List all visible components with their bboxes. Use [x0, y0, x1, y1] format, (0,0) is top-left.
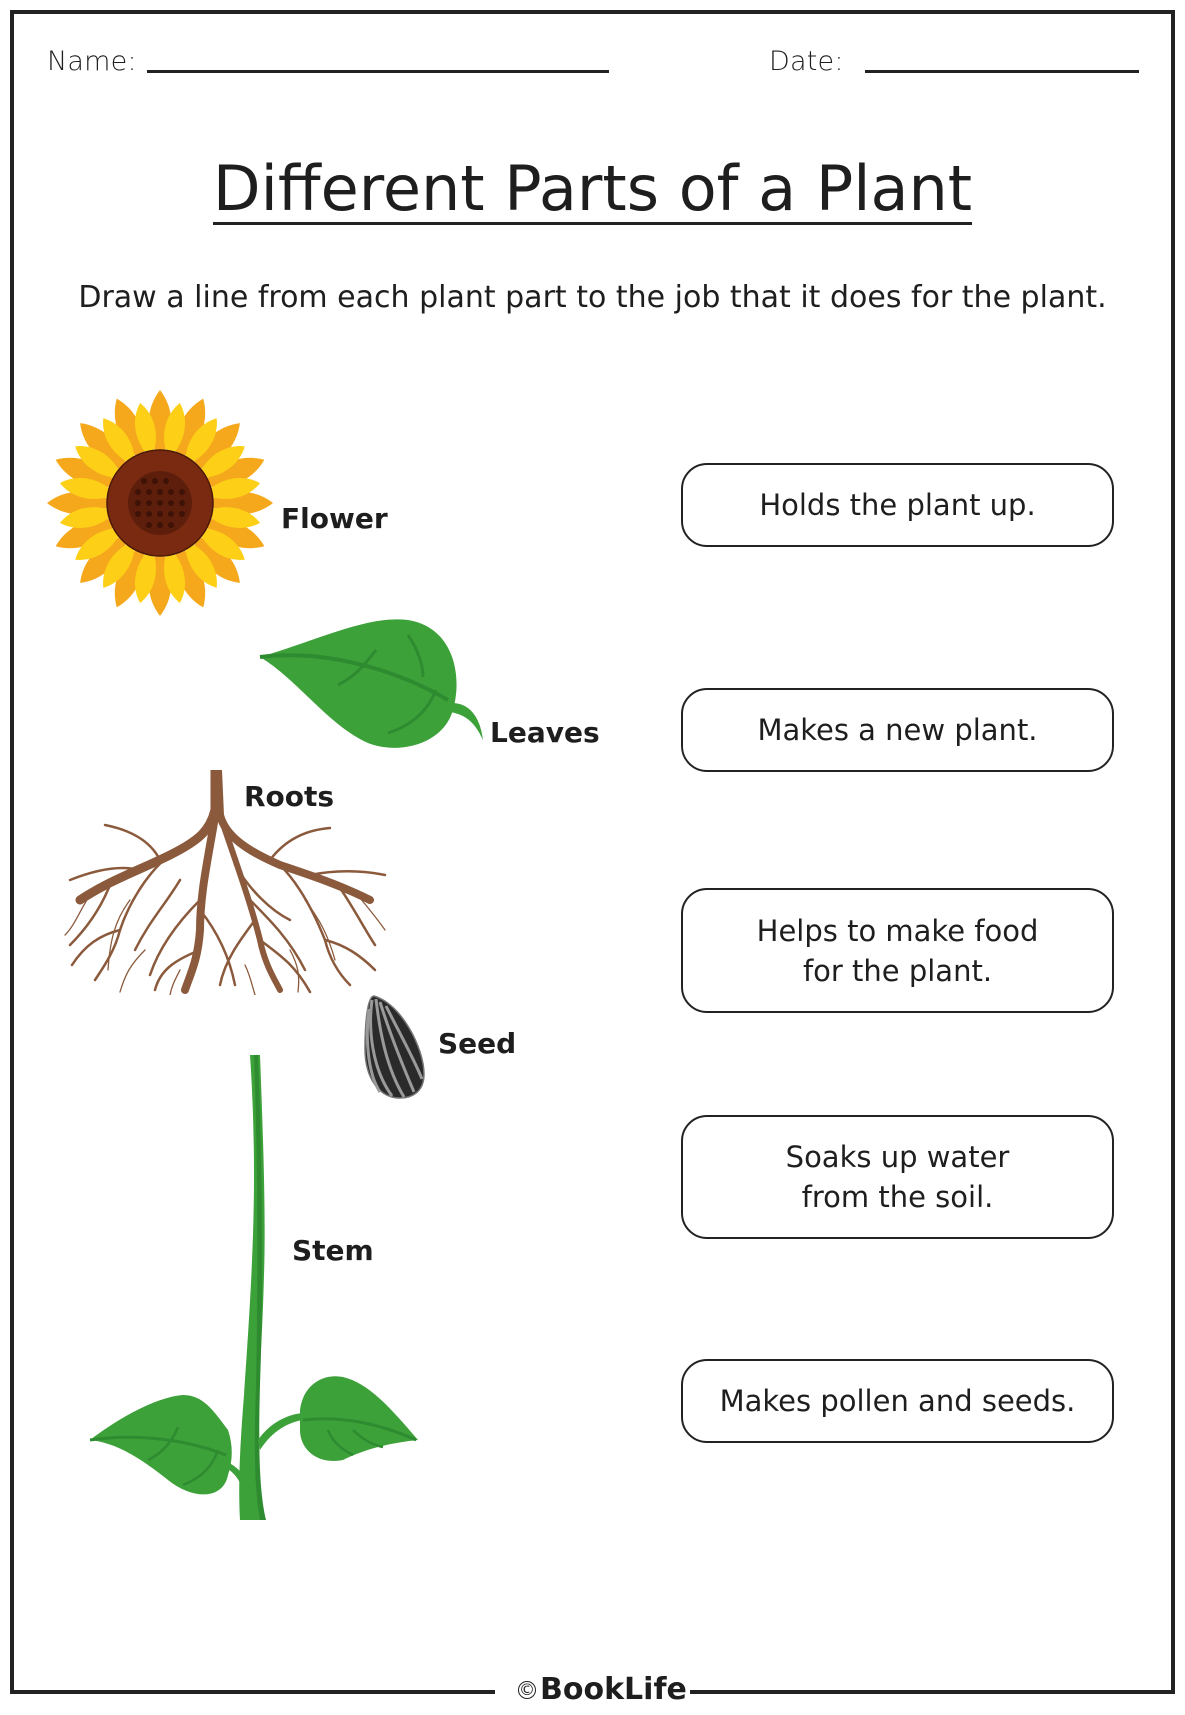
page-border-bottom-left [10, 1690, 495, 1694]
job-box-makes-pollen[interactable]: Makes pollen and seeds. [681, 1359, 1114, 1443]
instruction-text: Draw a line from each plant part to the … [78, 280, 1107, 315]
job-text: Makes pollen and seeds. [719, 1384, 1076, 1418]
copyright-icon: © [518, 1679, 536, 1699]
name-label: Name: [47, 46, 137, 77]
page-border-top [10, 10, 1175, 14]
job-box-makes-food[interactable]: Helps to make food for the plant. [681, 888, 1114, 1013]
job-text: Makes a new plant. [757, 713, 1038, 747]
job-box-makes-new-plant[interactable]: Makes a new plant. [681, 688, 1114, 772]
job-text: Soaks up water from the soil. [785, 1140, 1010, 1214]
sunflower-icon [47, 390, 273, 616]
job-text: Helps to make food for the plant. [756, 913, 1039, 988]
page-title-text: Different Parts of a Plant [212, 152, 973, 225]
part-label-seed: Seed [438, 1027, 517, 1060]
part-label-stem: Stem [292, 1234, 374, 1267]
date-field[interactable] [865, 70, 1139, 73]
leaf-icon [259, 619, 483, 748]
seed-icon [364, 995, 425, 1099]
roots-icon [64, 770, 387, 995]
job-box-holds-plant-up[interactable]: Holds the plant up. [681, 463, 1114, 547]
page-title: Different Parts of a Plant [0, 152, 1185, 225]
part-label-roots: Roots [244, 780, 335, 813]
date-label: Date: [769, 46, 844, 77]
page-border-bottom-right [690, 1690, 1175, 1694]
stem-icon [89, 1055, 418, 1520]
page-border-right [1171, 10, 1175, 1694]
part-label-leaves: Leaves [490, 716, 600, 749]
footer-brand: © BookLife [518, 1672, 687, 1707]
name-field[interactable] [147, 70, 609, 73]
page-border-left [10, 10, 14, 1694]
job-text: Holds the plant up. [759, 488, 1036, 522]
part-label-flower: Flower [281, 502, 388, 535]
job-box-soaks-water[interactable]: Soaks up water from the soil. [681, 1115, 1114, 1239]
brand-name: BookLife [540, 1672, 687, 1707]
